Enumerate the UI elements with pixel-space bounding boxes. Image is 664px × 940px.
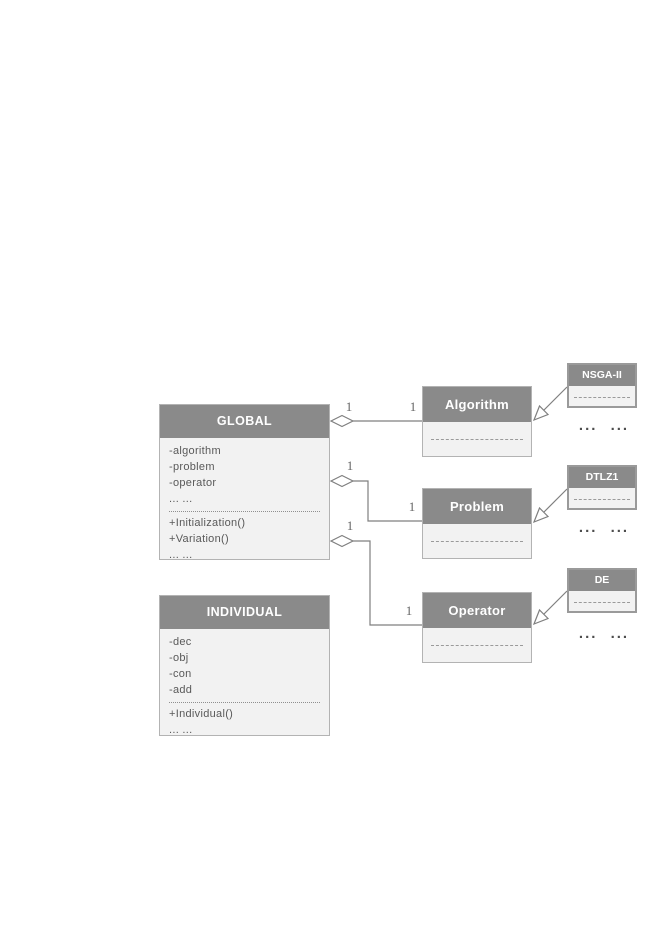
inheritance-arrow-icon [532, 404, 550, 422]
attribute: -operator [169, 477, 217, 489]
empty-members-divider [574, 499, 630, 500]
class-dtlz1-title: DTLZ1 [569, 467, 635, 488]
class-individual: INDIVIDUAL -dec -obj -con -add +Individu… [159, 595, 330, 736]
class-algorithm: Algorithm [422, 386, 532, 457]
empty-members-divider [574, 397, 630, 398]
empty-members-divider [574, 602, 630, 603]
more-operators-ellipsis: ... ... [578, 625, 630, 642]
class-problem-title: Problem [423, 489, 531, 524]
empty-members-divider [431, 645, 523, 646]
empty-members-divider [431, 439, 523, 440]
class-dtlz1: DTLZ1 [567, 465, 637, 510]
attribute: -algorithm [169, 445, 221, 457]
class-de: DE [567, 568, 637, 613]
multiplicity-label: 1 [346, 518, 354, 533]
multiplicity-label: 1 [409, 399, 417, 414]
class-de-title: DE [569, 570, 635, 591]
attribute: -con [169, 668, 192, 680]
class-operator: Operator [422, 592, 532, 663]
aggregation-diamond-icon [329, 414, 355, 428]
class-global-body: -algorithm -problem -operator ... ... +I… [160, 438, 329, 568]
class-global: GLOBAL -algorithm -problem -operator ...… [159, 404, 330, 561]
method: +Variation() [169, 533, 229, 545]
inheritance-arrow-icon [532, 506, 550, 524]
class-operator-title: Operator [423, 593, 531, 628]
empty-members-divider [431, 541, 523, 542]
more-algorithms-ellipsis: ... ... [578, 417, 630, 434]
class-problem: Problem [422, 488, 532, 559]
inheritance-line-nsga2 [543, 386, 568, 411]
inheritance-line-de [543, 590, 568, 615]
inheritance-arrow-icon [532, 608, 550, 626]
aggregation-diamond-icon [329, 534, 355, 548]
class-individual-title: INDIVIDUAL [160, 596, 329, 629]
method-ellipsis: ... ... [169, 724, 193, 736]
inheritance-line-dtlz1 [543, 488, 568, 513]
attribute: -obj [169, 652, 189, 664]
multiplicity-label: 1 [346, 458, 354, 473]
method-ellipsis: ... ... [169, 549, 193, 561]
attribute: -problem [169, 461, 215, 473]
aggregation-diamond-icon [329, 474, 355, 488]
class-nsga2: NSGA-II [567, 363, 637, 408]
more-problems-ellipsis: ... ... [578, 519, 630, 536]
attribute: -add [169, 684, 193, 696]
class-nsga2-title: NSGA-II [569, 365, 635, 386]
section-divider [169, 702, 320, 703]
attribute-ellipsis: ... ... [169, 493, 193, 505]
multiplicity-label: 1 [408, 499, 416, 514]
method: +Initialization() [169, 517, 246, 529]
class-individual-body: -dec -obj -con -add +Individual() ... ..… [160, 629, 329, 743]
attribute: -dec [169, 636, 192, 648]
multiplicity-label: 1 [345, 399, 353, 414]
section-divider [169, 511, 320, 512]
class-algorithm-title: Algorithm [423, 387, 531, 422]
multiplicity-label: 1 [405, 603, 413, 618]
class-global-title: GLOBAL [160, 405, 329, 438]
method: +Individual() [169, 708, 234, 720]
